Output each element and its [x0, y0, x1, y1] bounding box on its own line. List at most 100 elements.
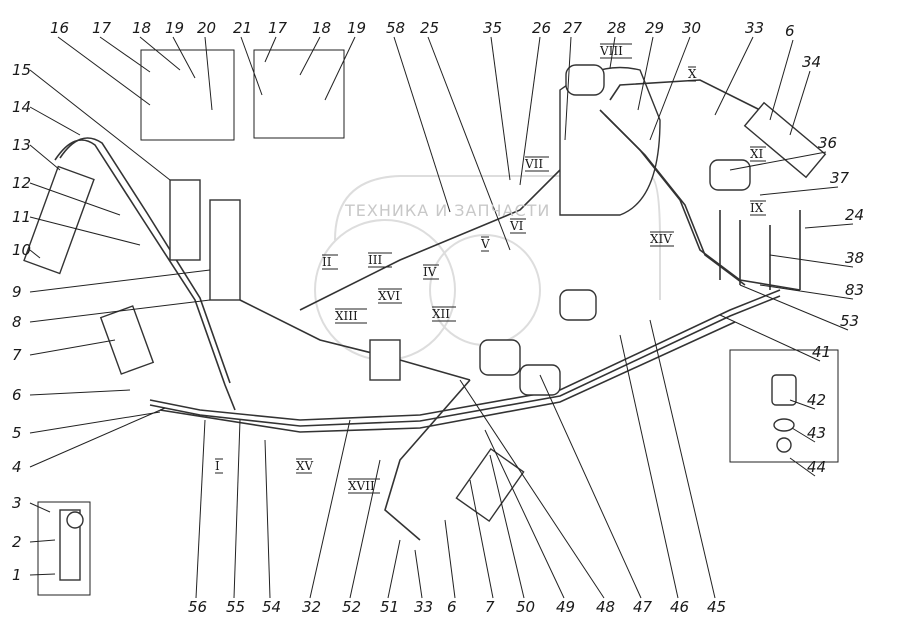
- leader-line: [789, 399, 816, 410]
- part-label: 53: [840, 312, 859, 330]
- leader-line: [791, 427, 816, 443]
- part-label: 25: [420, 19, 439, 37]
- leader-line: [469, 479, 494, 599]
- view-label: XIV: [650, 232, 672, 246]
- part-label: 37: [830, 169, 850, 187]
- view-label: X: [688, 67, 697, 81]
- view-label: XVII: [348, 479, 375, 493]
- leader-line: [539, 374, 642, 599]
- leader-lines: [29, 36, 854, 599]
- part-label: 36: [818, 134, 837, 152]
- part-label: 19: [165, 19, 184, 37]
- part-label: 28: [607, 19, 626, 37]
- lift-cylinder: [23, 165, 95, 275]
- leader-line: [29, 389, 131, 396]
- valve-37: [709, 159, 751, 191]
- leader-line: [139, 36, 181, 71]
- pump-48: [479, 339, 521, 376]
- part-label: 45: [707, 598, 726, 616]
- part-label: 55: [226, 598, 245, 616]
- part-label: 30: [682, 19, 701, 37]
- leader-line: [299, 36, 321, 76]
- view-label: VI: [509, 219, 524, 233]
- leader-line: [619, 334, 679, 599]
- leader-line: [789, 70, 811, 136]
- leader-line: [195, 419, 206, 599]
- inset-union: [729, 349, 839, 463]
- leader-line: [459, 379, 605, 599]
- part-label: 19: [347, 19, 366, 37]
- part-label: 41: [812, 343, 831, 361]
- washer-43: [773, 418, 795, 432]
- leader-line: [29, 269, 211, 293]
- cylinder-bottom: [455, 447, 525, 523]
- part-label: 1: [12, 566, 22, 584]
- watermark: ТЕХНИКА И ЗАПЧАСТИ: [344, 201, 549, 220]
- part-label: 9: [12, 283, 22, 301]
- part-label: 4: [12, 458, 22, 476]
- part-label: 6: [447, 598, 457, 616]
- part-label: 17: [92, 19, 112, 37]
- leader-line: [739, 284, 849, 331]
- inset-clamp-1: [140, 49, 235, 141]
- leader-line: [444, 519, 456, 599]
- leader-line: [29, 502, 51, 513]
- part-label: 33: [745, 19, 764, 37]
- leader-line: [804, 223, 854, 229]
- leader-line: [719, 314, 821, 362]
- view-label: VIII: [599, 44, 623, 58]
- leader-line: [57, 36, 151, 106]
- inset-clamp-2: [253, 49, 345, 139]
- leader-line: [759, 186, 839, 196]
- view-label: XIII: [335, 309, 358, 323]
- parts: [23, 64, 827, 581]
- leader-line: [29, 339, 116, 356]
- leader-line: [29, 539, 56, 543]
- leader-line: [99, 36, 151, 73]
- leader-line: [264, 439, 271, 599]
- part-label: 18: [132, 19, 151, 37]
- part-label: 49: [556, 598, 575, 616]
- part-label: 6: [785, 22, 795, 40]
- filter-34: [743, 101, 827, 179]
- part-label: 10: [12, 241, 31, 259]
- part-label: 15: [12, 61, 31, 79]
- view-label: XVI: [378, 289, 400, 303]
- part-label: 2: [12, 533, 22, 551]
- cylinder-1: [169, 179, 201, 261]
- pump-47: [519, 364, 561, 396]
- leader-line: [427, 36, 511, 251]
- part-label: 38: [845, 249, 864, 267]
- part-label: 14: [12, 98, 31, 116]
- view-label: VII: [524, 157, 543, 171]
- leader-line: [484, 429, 565, 599]
- leader-line: [29, 411, 161, 434]
- view-label: XII: [432, 307, 450, 321]
- union-42: [771, 374, 797, 406]
- part-label: 16: [50, 19, 69, 37]
- part-label: 13: [12, 136, 31, 154]
- leader-line: [29, 249, 41, 259]
- leader-line: [490, 36, 511, 181]
- view-label: III: [368, 253, 382, 267]
- leader-line: [649, 319, 716, 599]
- view-label: I: [215, 459, 220, 473]
- cylinder-2: [209, 199, 241, 301]
- part-label: 33: [414, 598, 433, 616]
- leader-line: [759, 284, 854, 300]
- part-label: 3: [12, 494, 22, 512]
- part-label: 54: [262, 598, 281, 616]
- part-label: 26: [532, 19, 551, 37]
- view-label: II: [322, 255, 332, 269]
- part-label: 47: [633, 598, 653, 616]
- part-label: 32: [302, 598, 321, 616]
- leader-line: [349, 459, 381, 599]
- leader-line: [519, 36, 541, 186]
- ball-44: [776, 437, 792, 453]
- leader-line: [29, 144, 61, 171]
- part-label: 17: [268, 19, 288, 37]
- part-label: 46: [670, 598, 689, 616]
- tank-filler: [565, 64, 605, 96]
